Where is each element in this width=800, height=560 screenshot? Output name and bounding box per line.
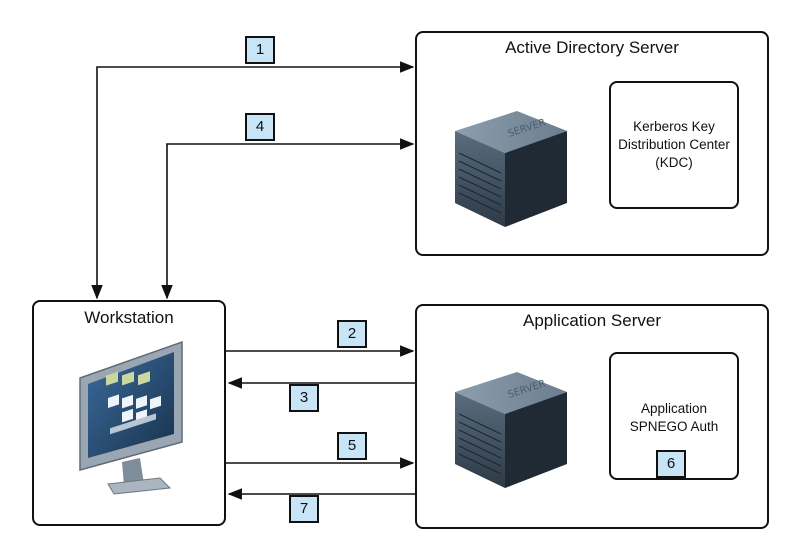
server-icon: SERVER <box>455 372 567 488</box>
application-server-box: Application Server SERVER Application SP… <box>415 304 769 529</box>
application-server-title: Application Server <box>523 311 661 330</box>
step-7-badge: 7 <box>289 495 319 523</box>
kdc-box: Kerberos Key Distribution Center (KDC) <box>609 81 739 209</box>
server-icon: SERVER <box>455 111 567 227</box>
kdc-label-line-2: Distribution Center <box>618 136 730 152</box>
workstation-title: Workstation <box>84 308 174 327</box>
active-directory-server-title: Active Directory Server <box>505 38 679 57</box>
arrow-step-4 <box>161 138 415 300</box>
workstation-box: Workstation <box>32 300 226 526</box>
step-1-badge: 1 <box>245 36 275 64</box>
step-3-badge: 3 <box>289 384 319 412</box>
active-directory-server-box: Active Directory Server SERVER Kerberos … <box>415 31 769 256</box>
arrow-step-1 <box>91 61 415 300</box>
kdc-label-line-1: Kerberos Key <box>633 118 715 134</box>
step-5-badge: 5 <box>337 432 367 460</box>
auth-label-line-2: SPNEGO Auth <box>629 419 719 435</box>
kdc-label-line-3: (KDC) <box>655 155 693 171</box>
step-4-badge: 4 <box>245 113 275 141</box>
auth-label-line-1: Application <box>640 401 708 416</box>
step-6-badge: 6 <box>656 450 686 478</box>
monitor-icon <box>79 340 183 495</box>
step-2-badge: 2 <box>337 320 367 348</box>
